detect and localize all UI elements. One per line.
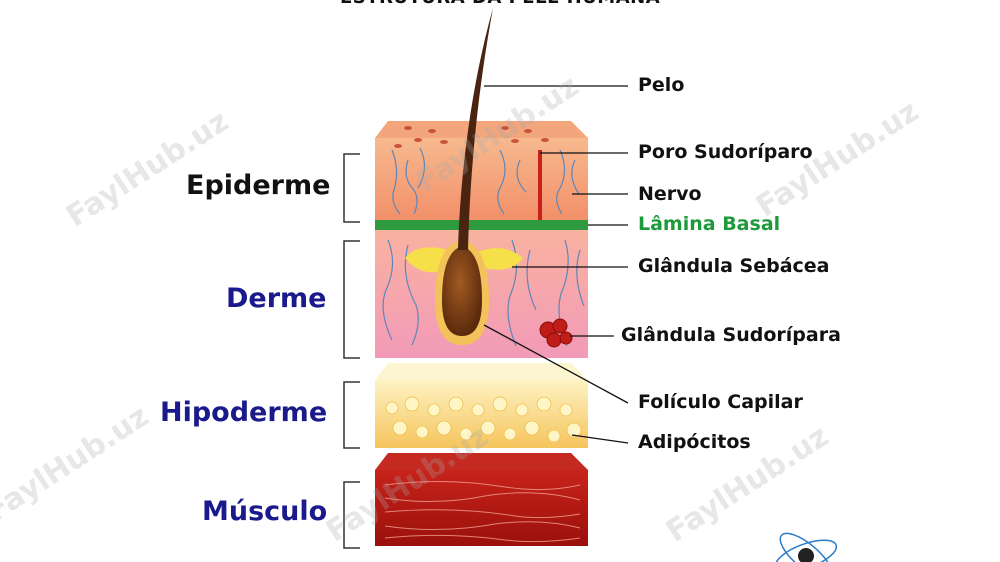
label-glandula-sudoripara: Glândula Sudorípara xyxy=(621,324,841,346)
diagram-title: ESTRUTURA DA PELE HUMANA xyxy=(340,0,660,8)
label-epiderme: Epiderme xyxy=(186,170,331,201)
layer-brackets xyxy=(343,153,360,549)
muscle-block xyxy=(375,470,588,546)
label-adipocitos: Adipócitos xyxy=(638,431,751,453)
basal-lamina-band xyxy=(375,220,588,230)
leader-lines xyxy=(483,85,629,444)
sebaceous-gland-right xyxy=(475,248,523,270)
muscle-fibers xyxy=(384,480,581,543)
hypodermis-top-face xyxy=(375,363,588,380)
epidermis-pores xyxy=(394,126,549,148)
atom-logo xyxy=(774,532,838,562)
muscle-top-face xyxy=(375,453,588,470)
epidermis-top-face xyxy=(375,121,588,138)
label-musculo: Músculo xyxy=(202,496,328,527)
label-pelo: Pelo xyxy=(638,74,685,96)
label-foliculo-capilar: Folículo Capilar xyxy=(638,391,803,413)
label-lamina-basal: Lâmina Basal xyxy=(638,213,781,235)
fat-cells xyxy=(385,396,582,443)
label-poro-sudoriparo: Poro Sudoríparo xyxy=(638,141,813,163)
label-glandula-sebacea: Glândula Sebácea xyxy=(638,255,830,277)
hair-follicle xyxy=(442,246,482,336)
label-derme: Derme xyxy=(226,283,327,314)
label-nervo: Nervo xyxy=(638,183,702,205)
epidermis-block xyxy=(375,138,588,220)
sweat-gland xyxy=(539,318,573,348)
epidermis-nerves xyxy=(391,147,580,215)
label-hipoderme: Hipoderme xyxy=(160,397,328,428)
hair-shaft xyxy=(458,8,493,250)
